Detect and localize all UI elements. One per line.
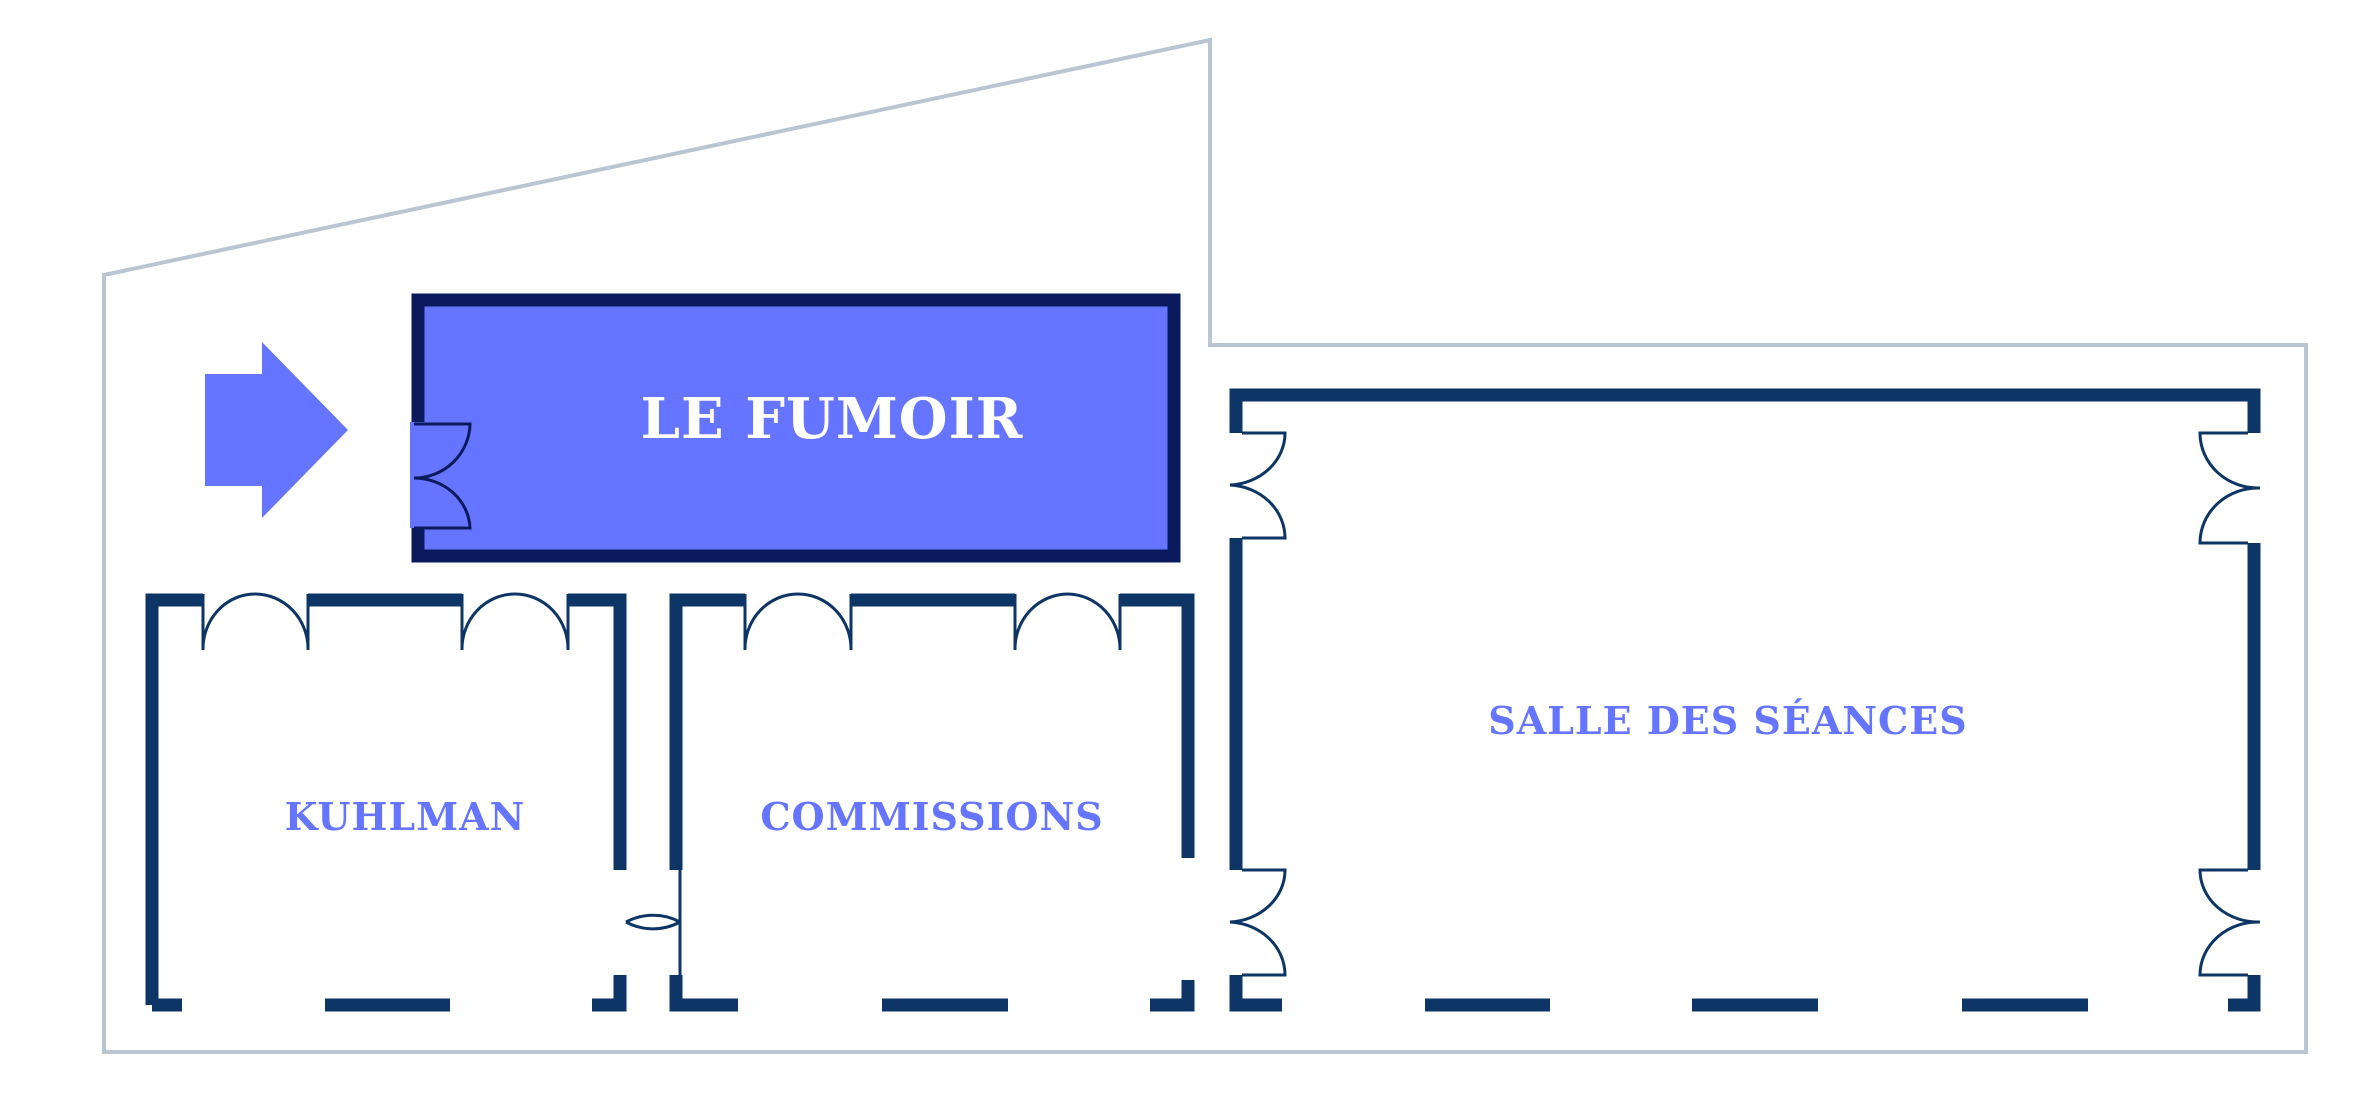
kuhlman-wall-top-left	[145, 593, 203, 1005]
double-door-icon	[1229, 868, 1287, 977]
seances-wall-left-bottom	[1229, 975, 1282, 1012]
seances-wall-top	[1229, 388, 2261, 433]
room-fumoir[interactable]: LE FUMOIR	[410, 293, 1181, 563]
kuhlman-wall-bottom-right	[592, 975, 627, 1012]
commissions-wall-left-top	[669, 593, 745, 870]
room-seances-label: SALLE DES SÉANCES	[1488, 698, 1967, 743]
room-commissions[interactable]: COMMISSIONS	[669, 592, 1195, 1012]
double-door-icon	[413, 422, 472, 530]
double-door-icon	[1229, 431, 1287, 540]
kuhlman-wall-top-right	[568, 593, 627, 870]
double-door-icon	[201, 592, 310, 651]
double-door-icon	[460, 592, 570, 651]
room-fumoir-fill	[411, 293, 1181, 563]
double-door-icon	[2198, 431, 2261, 545]
double-door-icon	[625, 870, 682, 975]
double-door-icon	[743, 592, 853, 651]
commissions-wall-left-bottom	[669, 975, 738, 1012]
seances-wall-right-bottom	[2228, 975, 2261, 1012]
fumoir-door-opening	[410, 422, 428, 528]
arrow-right-icon	[205, 342, 348, 518]
double-door-icon	[2198, 868, 2261, 977]
commissions-wall-top-right	[1120, 593, 1195, 858]
building-outline	[102, 37, 2308, 1054]
room-fumoir-label: LE FUMOIR	[641, 386, 1024, 452]
room-kuhlman-label: KUHLMAN	[285, 794, 526, 839]
room-commissions-label: COMMISSIONS	[760, 794, 1103, 839]
room-kuhlman[interactable]: KUHLMAN	[145, 592, 627, 1012]
room-seances[interactable]: SALLE DES SÉANCES	[1229, 388, 2261, 1012]
double-door-icon	[1013, 592, 1122, 651]
commissions-wall-bottom-right	[1150, 980, 1195, 1012]
